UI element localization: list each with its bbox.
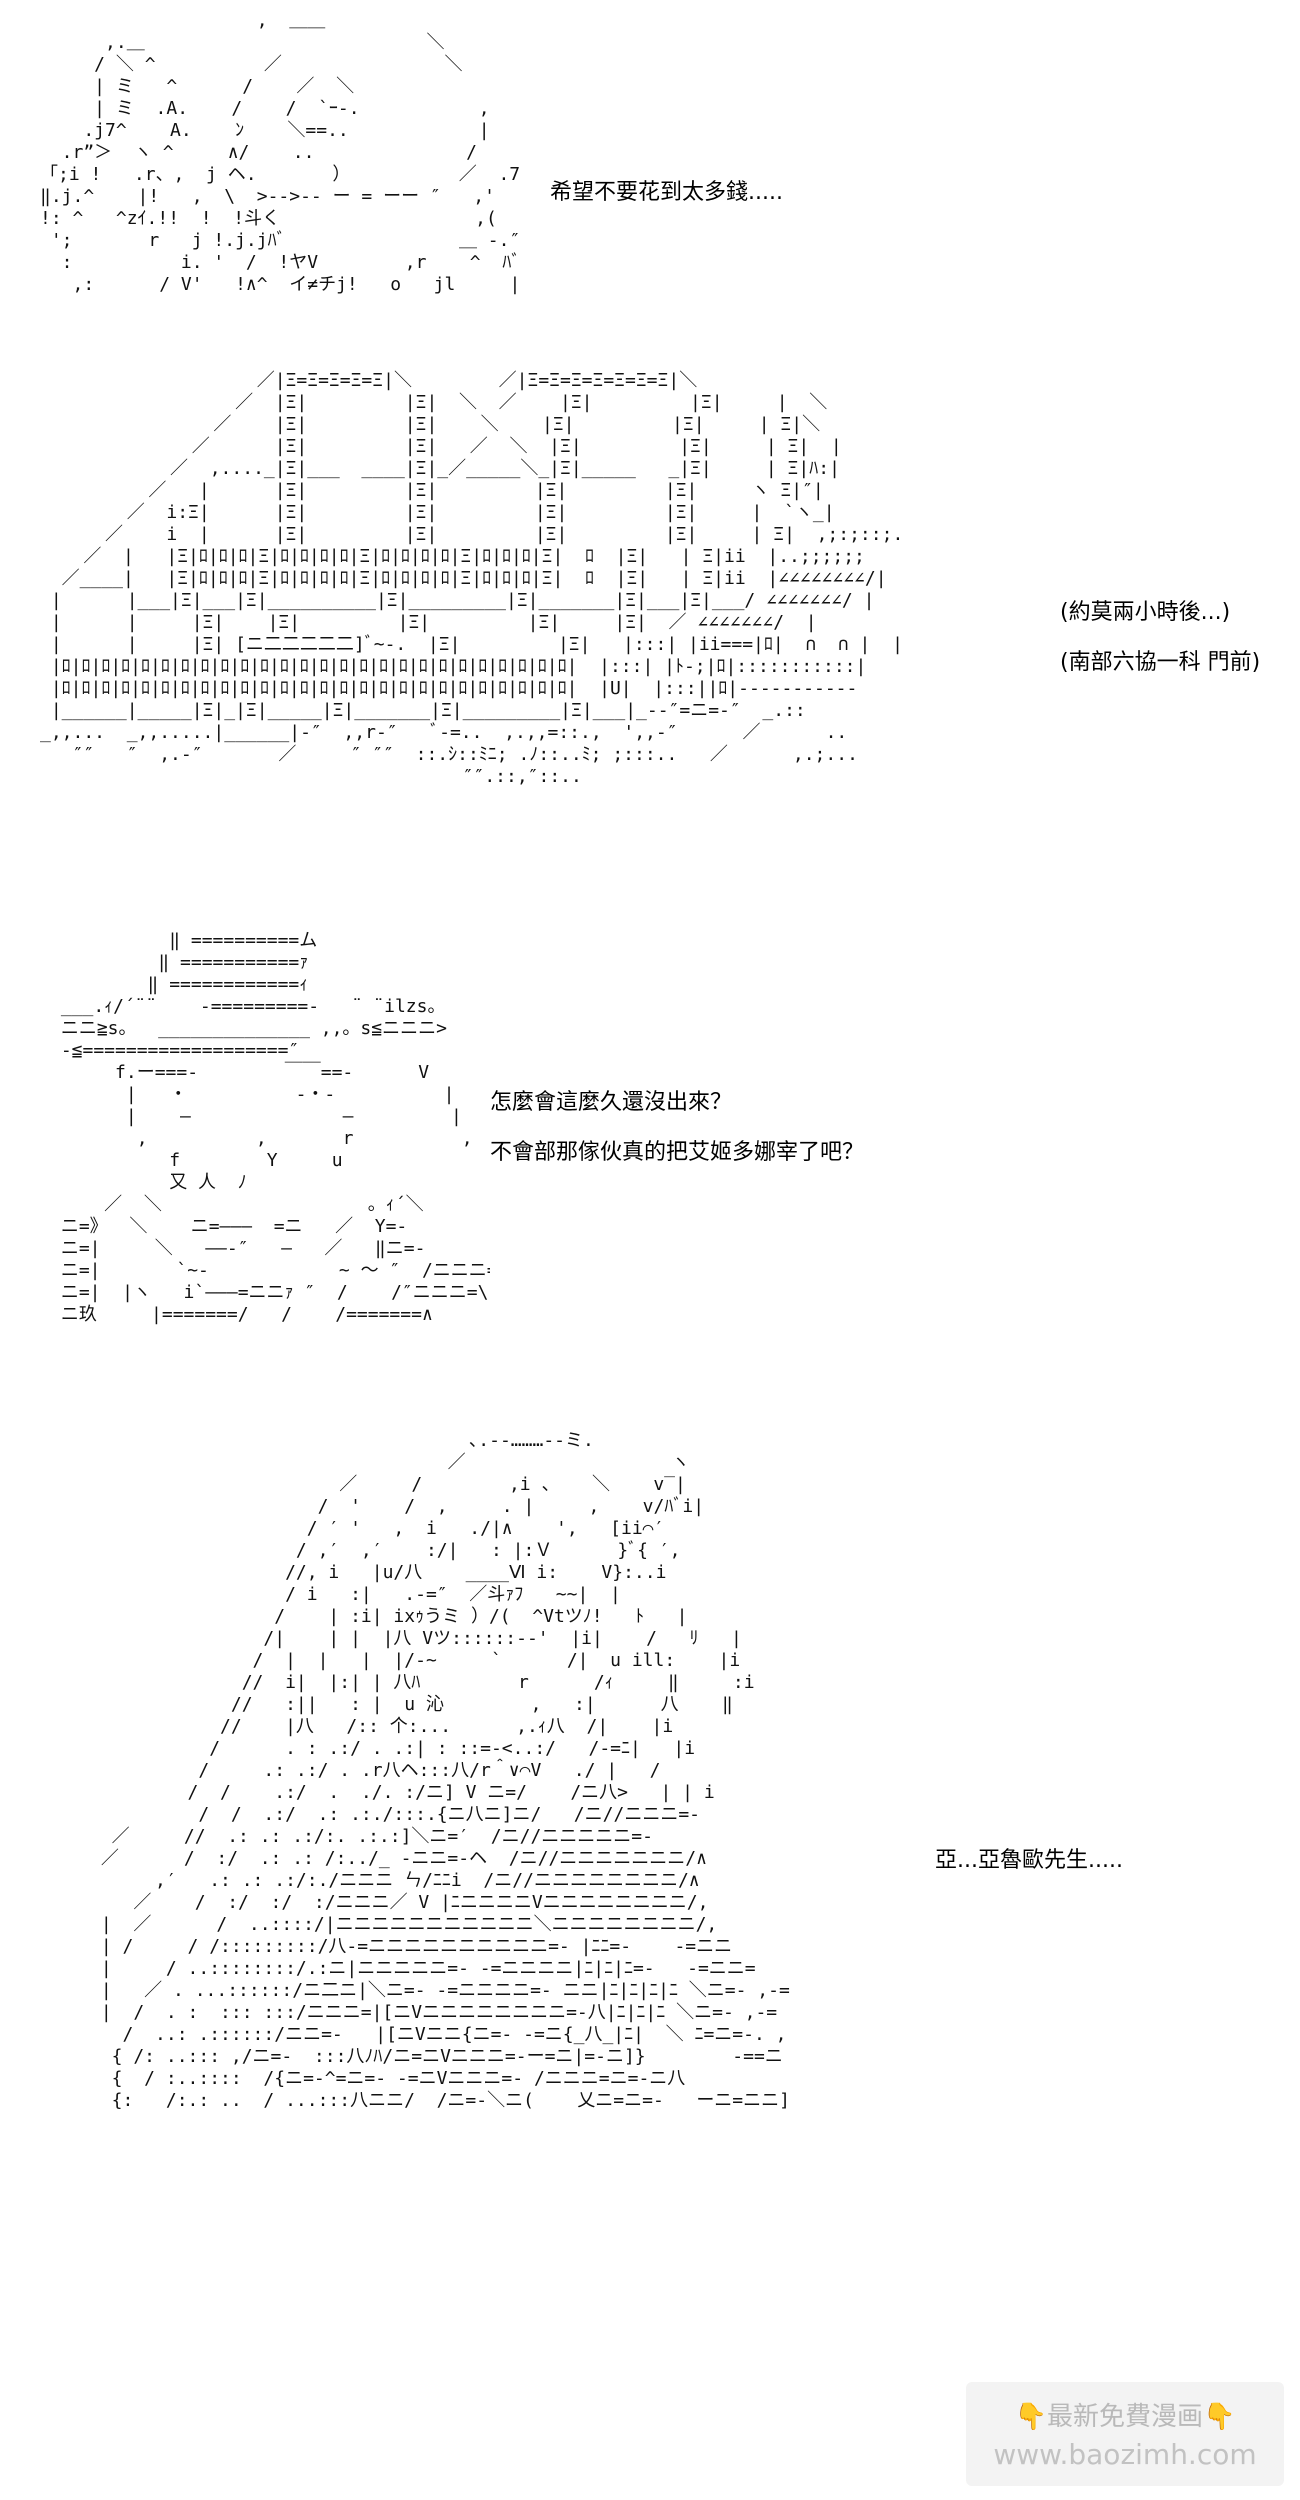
watermark-title-row: 👇最新免費漫画👇 (966, 2396, 1284, 2433)
ascii-art-building: ／|Ξ=Ξ=Ξ=Ξ=Ξ|＼ ／|Ξ=Ξ=Ξ=Ξ=Ξ=Ξ=Ξ|＼ ／ |Ξ| |Ξ… (40, 370, 904, 787)
watermark-title: 最新免費漫画 (1046, 2402, 1203, 2432)
panel-girl: ､.-‐………‐-ミ. ／ ヽ ／ / ,i 、 ＼ v‾| / ' / , .… (0, 1430, 1300, 2500)
caption-girl: 亞...亞魯歐先生..... (935, 1848, 1123, 1873)
caption-hat-man-2: 不會部那傢伙真的把艾姬多娜宰了吧？ (490, 1140, 865, 1165)
watermark-badge: 👇最新免費漫画👇 www.baozimh.com (966, 2382, 1284, 2486)
panel-building: ／|Ξ=Ξ=Ξ=Ξ=Ξ|＼ ／|Ξ=Ξ=Ξ=Ξ=Ξ=Ξ=Ξ|＼ ／ |Ξ| |Ξ… (0, 350, 1300, 870)
watermark-url: www.baozimh.com (993, 2438, 1257, 2471)
pointing-down-hand-icon: 👇 (1014, 2402, 1047, 2432)
caption-bird: 希望不要花到太多錢..... (550, 180, 783, 205)
pointing-down-hand-icon: 👇 (1203, 2402, 1236, 2432)
ascii-art-girl: ､.-‐………‐-ミ. ／ ヽ ／ / ,i 、 ＼ v‾| / ' / , .… (100, 1430, 790, 2111)
caption-building-place: (南部六協一科 門前) (1060, 650, 1261, 675)
caption-hat-man-1: 怎麼會這麼久還沒出來？ (490, 1090, 733, 1115)
ascii-art-bird: , ＿＿ ,.＿ ＼ / ＼ ^ ／ ＼ | ミ ^ / ／ ＼ | ミ .A.… (40, 10, 520, 295)
panel-hat-man: ‖ ==========ム ‖ ===========ｧ ‖ =========… (0, 920, 1300, 1420)
caption-building-time: (約莫兩小時後...) (1060, 600, 1231, 625)
panel-bird: , ＿＿ ,.＿ ＼ / ＼ ^ ／ ＼ | ミ ^ / ／ ＼ | ミ .A.… (0, 0, 1300, 350)
ascii-art-hat-man: ‖ ==========ム ‖ ===========ｧ ‖ =========… (60, 930, 490, 1325)
